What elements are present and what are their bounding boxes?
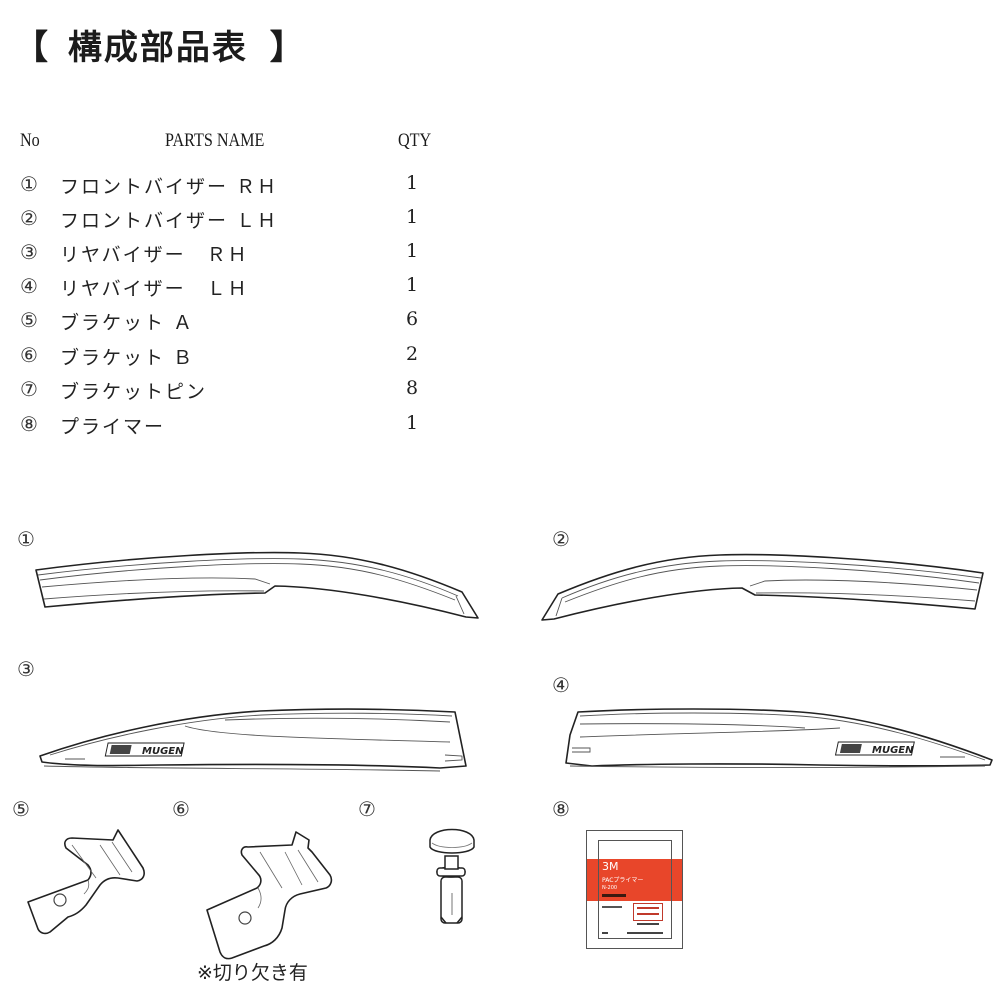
row-part-name: フロントバイザー ＲＨ <box>60 176 279 198</box>
row-part-name: ブラケット Ｂ <box>60 347 195 369</box>
primer-product: PACプライマー <box>602 877 644 884</box>
table-row: ⑤ ブラケット Ａ 6 <box>0 308 460 342</box>
table-row: ② フロントバイザー ＬＨ 1 <box>0 206 460 240</box>
row-number: ⑧ <box>20 412 38 436</box>
primer-text-line <box>602 894 626 897</box>
table-row: ③ リヤバイザー ＲＨ 1 <box>0 240 460 274</box>
table-row: ⑦ ブラケットピン 8 <box>0 377 460 411</box>
row-qty: 6 <box>406 308 419 330</box>
row-part-name: プライマー <box>60 416 166 438</box>
header-qty: QTY <box>398 130 432 151</box>
header-parts-name: PARTS NAME <box>165 130 265 151</box>
notch-note: ※切り欠き有 <box>197 962 308 984</box>
row-number: ① <box>20 172 38 196</box>
illustration-label-5: ⑤ <box>12 797 30 821</box>
table-row: ④ リヤバイザー ＬＨ 1 <box>0 274 460 308</box>
illustration-label-3: ③ <box>17 657 35 681</box>
table-row: ⑧ プライマー 1 <box>0 412 460 446</box>
row-part-name: リヤバイザー ＲＨ <box>60 244 249 266</box>
illustration-label-7: ⑦ <box>358 797 376 821</box>
illustration-label-6: ⑥ <box>172 797 190 821</box>
row-qty: 1 <box>406 206 419 228</box>
table-row: ⑥ ブラケット Ｂ 2 <box>0 343 460 377</box>
title-text: 構成部品表 <box>67 28 248 68</box>
row-part-name: ブラケット Ａ <box>60 312 195 334</box>
title-bracket-close: 】 <box>269 28 306 68</box>
mugen-logo <box>834 741 915 756</box>
mugen-logo <box>104 742 185 757</box>
primer-inner-border <box>598 840 672 939</box>
row-qty: 8 <box>406 377 419 399</box>
row-qty: 1 <box>406 274 419 296</box>
title-bracket-open: 【 <box>14 28 50 68</box>
primer-warning-box <box>633 903 663 921</box>
header-no: No <box>20 130 40 151</box>
row-part-name: フロントバイザー ＬＨ <box>60 210 279 232</box>
row-number: ⑥ <box>20 343 38 367</box>
primer-package-illustration: 3M PACプライマー N-200 <box>586 830 683 949</box>
illustration-label-1: ① <box>17 527 35 551</box>
illustration-label-2: ② <box>552 527 570 551</box>
row-qty: 1 <box>406 412 419 434</box>
row-part-name: リヤバイザー ＬＨ <box>60 278 249 300</box>
primer-brand: 3M <box>602 860 619 873</box>
mugen-logo-text: MUGEN <box>142 746 184 757</box>
row-number: ② <box>20 206 38 230</box>
row-number: ④ <box>20 274 38 298</box>
mugen-logo-text: MUGEN <box>872 745 914 756</box>
row-qty: 1 <box>406 240 419 262</box>
row-qty: 2 <box>406 343 419 365</box>
row-part-name: ブラケットピン <box>60 381 208 403</box>
row-number: ③ <box>20 240 38 264</box>
primer-model: N-200 <box>602 885 618 891</box>
page-title: 【 構成部品表 】 <box>14 20 306 69</box>
row-qty: 1 <box>406 172 419 194</box>
primer-text-line <box>602 906 622 908</box>
row-number: ⑦ <box>20 377 38 401</box>
table-row: ① フロントバイザー ＲＨ 1 <box>0 172 460 206</box>
illustration-label-8: ⑧ <box>552 797 570 821</box>
illustration-label-4: ④ <box>552 673 570 697</box>
row-number: ⑤ <box>20 308 38 332</box>
primer-text-line <box>627 932 663 934</box>
primer-text-line <box>602 932 608 934</box>
primer-text-line <box>637 923 659 925</box>
